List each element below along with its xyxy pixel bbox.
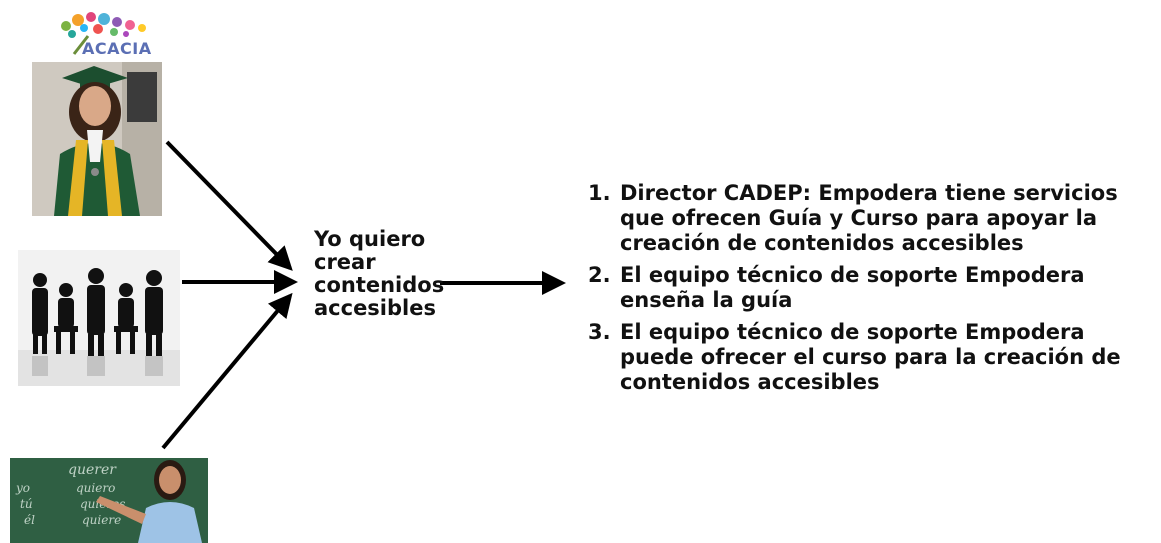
center-line: crear xyxy=(314,250,376,274)
step-item: 1. Director CADEP: Empodera tiene servic… xyxy=(588,181,1158,256)
center-line: accesibles xyxy=(314,296,436,320)
board-word: quiero xyxy=(76,481,115,495)
board-word: él xyxy=(24,513,35,527)
center-line: Yo quiero xyxy=(314,227,426,251)
steps-list: 1. Director CADEP: Empodera tiene servic… xyxy=(588,181,1158,402)
step-number: 1. xyxy=(588,181,611,205)
board-word: quiere xyxy=(82,513,121,527)
logo-text: ACACIA xyxy=(82,39,152,58)
board-word: querer xyxy=(68,462,117,478)
board-word: yo xyxy=(15,481,30,495)
step-text: El equipo técnico de soporte Empodera en… xyxy=(620,263,1085,312)
arrow-from-graduate xyxy=(165,140,293,271)
step-text: Director CADEP: Empodera tiene servicios… xyxy=(620,181,1118,255)
arrow-from-teacher xyxy=(161,292,293,450)
center-line: contenidos xyxy=(314,273,445,297)
step-number: 2. xyxy=(588,263,611,287)
business-team-photo xyxy=(18,250,180,386)
step-item: 3. El equipo técnico de soporte Empodera… xyxy=(588,320,1158,395)
step-item: 2. El equipo técnico de soporte Empodera… xyxy=(588,263,1158,313)
step-text: El equipo técnico de soporte Empodera pu… xyxy=(620,320,1121,394)
graduate-photo xyxy=(32,62,162,216)
tree-logo-icon xyxy=(61,12,146,55)
teacher-photo: querer yo quiero tú quieres él quiere xyxy=(10,458,208,543)
center-statement: Yo quiero crear contenidos accesibles xyxy=(314,228,464,320)
board-word: tú xyxy=(20,497,33,511)
acacia-logo: ACACIA xyxy=(44,10,169,62)
step-number: 3. xyxy=(588,320,611,344)
